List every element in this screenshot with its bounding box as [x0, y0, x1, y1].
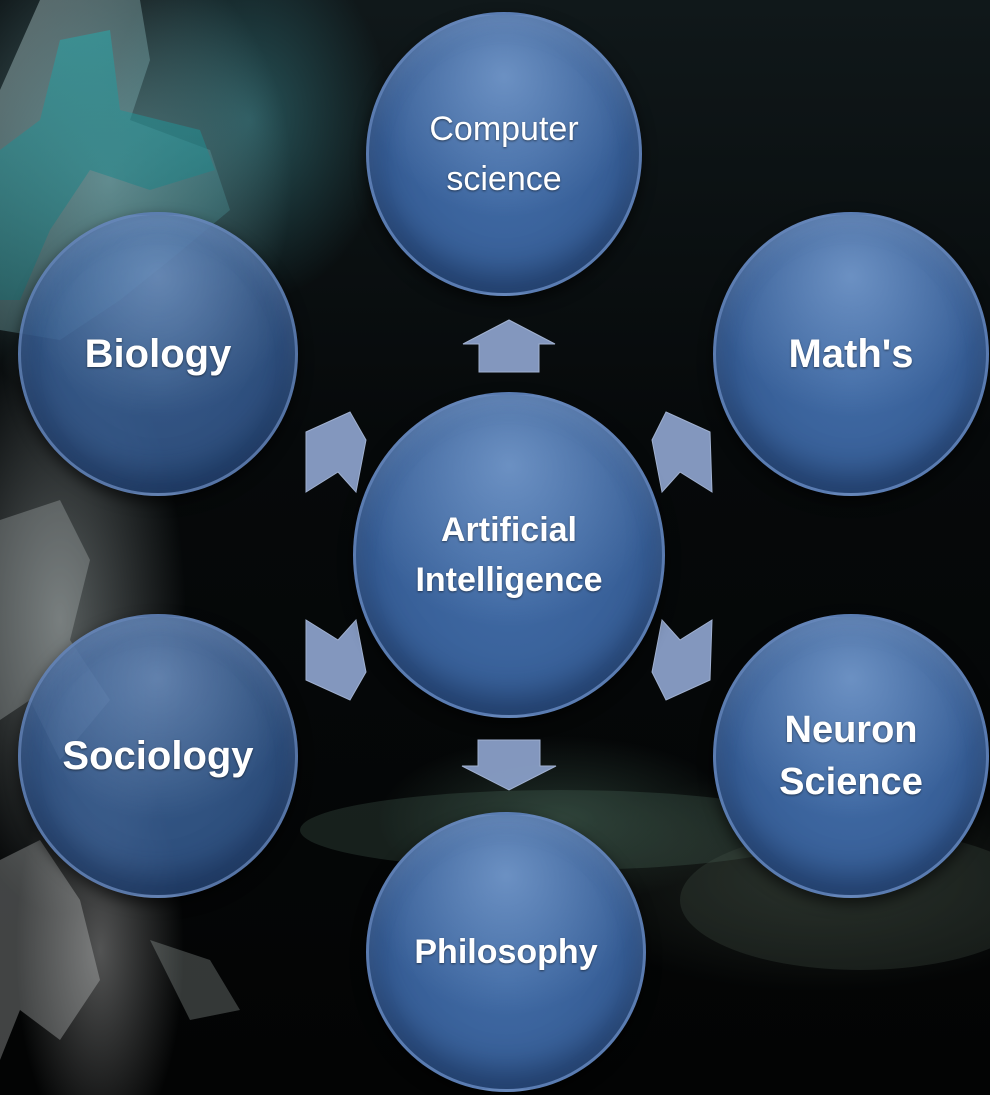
arrow-up-icon [462, 319, 556, 373]
node-neuron-science-line1: Neuron [784, 709, 918, 751]
node-neuron-science-line2: Science [779, 761, 923, 803]
node-artificial-intelligence: Artificial Intelligence [353, 392, 665, 718]
node-biology-label: Biology [84, 331, 232, 376]
node-neuron-science: Neuron Science [713, 614, 989, 898]
node-ai-line1: Artificial [440, 511, 578, 549]
node-philosophy-label: Philosophy [414, 933, 598, 971]
arrow-upper-left-icon [305, 411, 367, 494]
arrow-down-icon [461, 739, 557, 791]
arrow-lower-right-icon [651, 618, 713, 701]
node-maths: Math's [713, 212, 989, 496]
arrow-lower-left-icon [305, 618, 367, 701]
node-maths-label: Math's [788, 331, 914, 376]
node-ai-line2: Intelligence [415, 561, 603, 599]
node-computer-science-line2: science [446, 160, 562, 198]
node-biology: Biology [18, 212, 298, 496]
node-philosophy: Philosophy [366, 812, 646, 1092]
node-sociology-label: Sociology [62, 733, 254, 778]
node-sociology: Sociology [18, 614, 298, 898]
node-computer-science-line1: Computer [429, 110, 579, 148]
node-computer-science: Computer science [366, 12, 642, 296]
arrow-upper-right-icon [651, 411, 713, 494]
